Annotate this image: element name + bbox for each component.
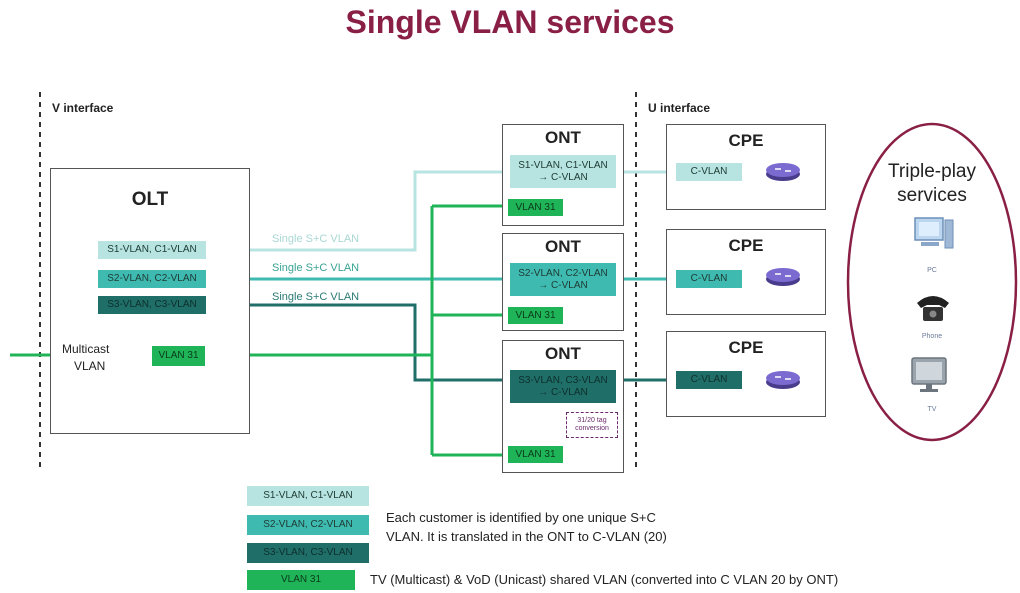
olt-vlan-s3: S3-VLAN, C3-VLAN <box>98 296 206 314</box>
tv-label: TV <box>927 406 937 413</box>
legend-chip-s3: S3-VLAN, C3-VLAN <box>247 543 369 563</box>
ont-title: ONT <box>545 128 581 147</box>
tag-conversion-note: 31/20 tag conversion <box>566 412 618 438</box>
cpe-vlan-3: C-VLAN <box>676 371 742 389</box>
router-icon <box>766 268 800 286</box>
legend-text-shared-vlan: TV (Multicast) & VoD (Unicast) shared VL… <box>370 572 839 587</box>
s3-path-line <box>205 303 512 382</box>
path-label-s1: Single S+C VLAN <box>272 233 360 245</box>
multicast-vlan-label: VLAN <box>74 359 106 373</box>
olt-title: OLT <box>131 189 169 210</box>
ont-vlan-31: VLAN 31 <box>508 199 563 216</box>
path-label-s3: Single S+C VLAN <box>272 291 360 303</box>
tv-icon <box>911 357 947 392</box>
u-interface-label: U interface <box>648 101 711 115</box>
page-title: Single VLAN services <box>345 4 675 40</box>
pc-label: PC <box>927 267 937 274</box>
legend-chip-s1: S1-VLAN, C1-VLAN <box>247 486 369 506</box>
cpe-title: CPE <box>728 236 764 255</box>
router-icon <box>766 163 800 181</box>
s1-path-line <box>205 170 512 252</box>
cpe-title: CPE <box>728 131 764 150</box>
olt-vlan-31: VLAN 31 <box>152 346 205 366</box>
path-label-s2: Single S+C VLAN <box>272 262 360 274</box>
legend-text-customer: Each customer is identified by one uniqu… <box>386 510 667 544</box>
legend-chip-s2: S2-VLAN, C2-VLAN <box>247 515 369 535</box>
legend-chip-vlan31: VLAN 31 <box>247 570 355 590</box>
cpe-vlan-1: C-VLAN <box>676 163 742 181</box>
olt-vlan-s1: S1-VLAN, C1-VLAN <box>98 241 206 259</box>
ont-vlan-31: VLAN 31 <box>508 446 563 463</box>
phone-label: Phone <box>921 333 943 340</box>
pc-icon <box>914 217 954 249</box>
multicast-label: Multicast <box>62 342 110 356</box>
phone-icon <box>917 296 949 321</box>
v-interface-label: V interface <box>52 101 114 115</box>
triple-play-ellipse <box>846 122 1018 442</box>
ont-title: ONT <box>545 237 581 256</box>
cpe-title: CPE <box>728 338 764 357</box>
router-icon <box>766 371 800 389</box>
ont-map-s3: S3-VLAN, C3-VLAN → C-VLAN <box>510 370 616 403</box>
ont-title: ONT <box>545 344 581 363</box>
cpe-vlan-2: C-VLAN <box>676 270 742 288</box>
ont-vlan-31: VLAN 31 <box>508 307 563 324</box>
ont-map-s1: S1-VLAN, C1-VLAN → C-VLAN <box>510 155 616 188</box>
olt-vlan-s2: S2-VLAN, C2-VLAN <box>98 270 206 288</box>
ont-map-s2: S2-VLAN, C2-VLAN → C-VLAN <box>510 263 616 296</box>
triple-play-title: Triple-play services <box>888 161 976 206</box>
